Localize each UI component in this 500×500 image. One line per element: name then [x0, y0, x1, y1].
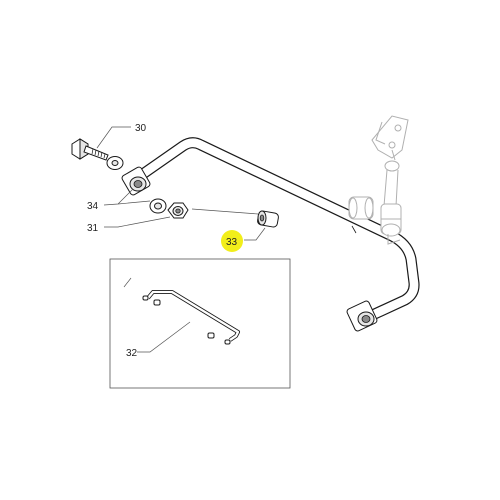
callout-33: 33 — [226, 237, 238, 248]
nut-part — [167, 202, 189, 219]
bar-right-eye — [346, 300, 378, 332]
bar-clamp-bushing-ghost — [348, 196, 374, 220]
stabilizer-bar — [134, 137, 420, 324]
leader-lines — [96, 126, 266, 241]
detail-inset — [109, 258, 291, 389]
bar-left-eye — [121, 166, 151, 196]
highlight-marker — [221, 230, 243, 252]
mounting-bracket-ghost — [371, 115, 409, 245]
callout-34: 34 — [87, 201, 99, 212]
callout-31: 31 — [87, 223, 99, 234]
callout-30: 30 — [135, 123, 147, 134]
callout-32: 32 — [126, 348, 138, 359]
bolt-part — [71, 138, 109, 161]
washer-part — [149, 198, 167, 214]
bolt-washer-part — [106, 156, 124, 170]
bushing-part — [257, 210, 279, 228]
